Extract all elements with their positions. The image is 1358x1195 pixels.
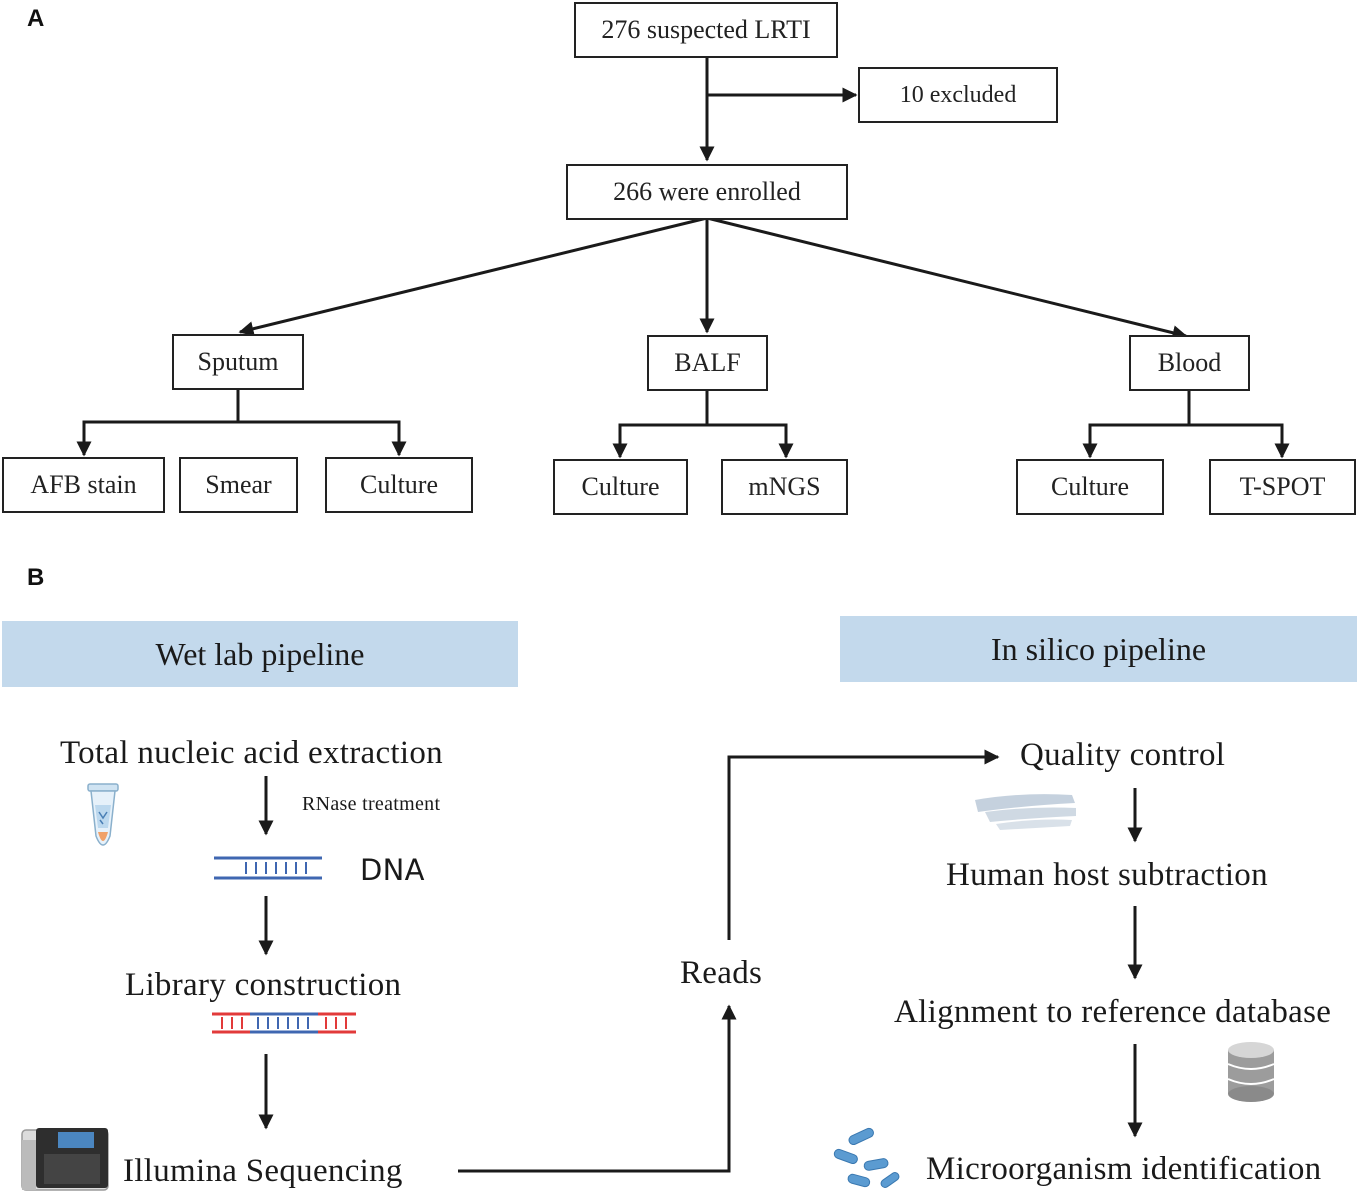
sequencing-label: Illumina Sequencing <box>123 1153 403 1189</box>
balf-box: BALF <box>647 335 768 391</box>
host-subtraction-label: Human host subtraction <box>946 857 1268 893</box>
reads-sequence-icon <box>975 794 1076 830</box>
sequencer-icon <box>21 1128 109 1191</box>
smear-box: Smear <box>179 457 298 513</box>
database-icon <box>1227 1042 1275 1102</box>
enrolled-box: 266 were enrolled <box>566 164 848 220</box>
mngs-box: mNGS <box>721 459 848 515</box>
afb-stain-box: AFB stain <box>2 457 165 513</box>
quality-control-label: Quality control <box>1020 737 1226 773</box>
identification-label: Microorganism identification <box>926 1151 1322 1187</box>
blood-culture-box: Culture <box>1016 459 1164 515</box>
wet-lab-banner: Wet lab pipeline <box>2 621 518 687</box>
suspected-lrti-box: 276 suspected LRTI <box>574 2 838 58</box>
library-strand-icon <box>212 1012 356 1034</box>
sputum-box: Sputum <box>172 334 304 390</box>
library-label: Library construction <box>125 967 402 1003</box>
alignment-label: Alignment to reference database <box>894 994 1332 1030</box>
panel-b-label: B <box>27 564 45 591</box>
reads-label: Reads <box>680 955 763 991</box>
sputum-culture-box: Culture <box>325 457 473 513</box>
dna-strand-icon <box>214 856 322 880</box>
extraction-label: Total nucleic acid extraction <box>60 735 443 771</box>
tspot-box: T-SPOT <box>1209 459 1356 515</box>
blood-box: Blood <box>1129 335 1250 391</box>
rnase-label: RNase treatment <box>302 793 441 815</box>
balf-culture-box: Culture <box>553 459 688 515</box>
excluded-box: 10 excluded <box>858 67 1058 123</box>
in-silico-banner: In silico pipeline <box>840 616 1357 682</box>
tube-icon <box>87 783 119 846</box>
panel-a-label: A <box>27 5 45 32</box>
dna-label: DNA <box>360 853 425 887</box>
bacteria-icon <box>833 1127 900 1188</box>
